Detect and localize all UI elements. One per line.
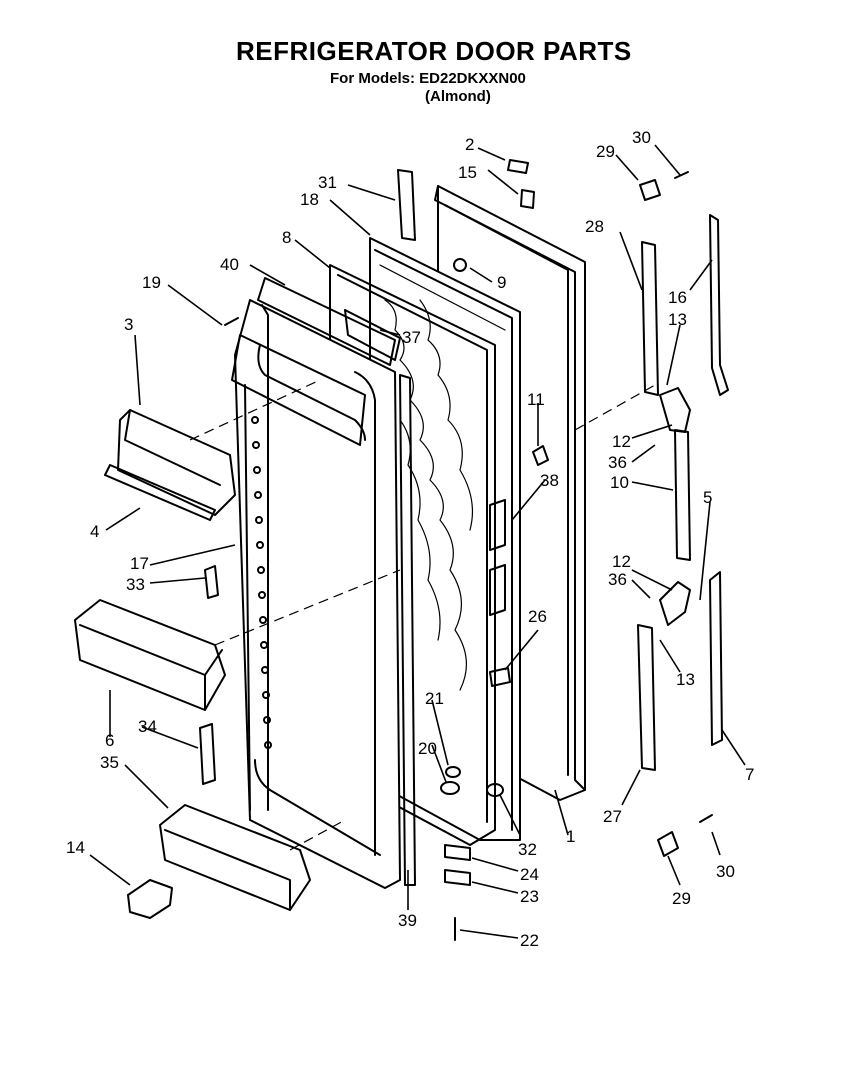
label-12-top: 12 (612, 432, 631, 451)
part-29-bottom (657, 831, 679, 857)
label-35: 35 (100, 753, 119, 772)
bracket-14 (127, 879, 173, 919)
title-block: REFRIGERATOR DOOR PARTS For Models: ED22… (0, 0, 864, 110)
label-14: 14 (66, 838, 85, 857)
dash-line-28 (574, 384, 656, 431)
label-34: 34 (138, 717, 157, 736)
strip-39 (399, 374, 416, 886)
clip-34 (199, 723, 216, 785)
label-24: 24 (520, 865, 539, 884)
label-29-bottom: 29 (672, 889, 691, 908)
label-13-top: 13 (668, 310, 687, 329)
label-7: 7 (745, 765, 754, 784)
label-28: 28 (585, 217, 604, 236)
label-16: 16 (668, 288, 687, 307)
clip-33 (204, 565, 219, 599)
part-29-top (639, 179, 661, 201)
breaker-37 (344, 309, 401, 361)
door-bin-35 (159, 804, 311, 911)
tube-10 (674, 429, 691, 561)
strip-16 (709, 214, 729, 396)
part-32 (486, 783, 504, 797)
page-title: REFRIGERATOR DOOR PARTS (236, 36, 632, 66)
label-13-bottom: 13 (676, 670, 695, 689)
label-19: 19 (142, 273, 161, 292)
part-38 (489, 499, 506, 551)
label-23: 23 (520, 887, 539, 906)
door-bin-6 (74, 599, 226, 711)
part-20 (440, 781, 460, 795)
dairy-door-3 (104, 409, 236, 521)
label-37: 37 (402, 328, 421, 347)
label-2: 2 (465, 135, 474, 154)
inner-door-liner (231, 299, 401, 889)
label-20: 20 (418, 739, 437, 758)
part-30-top (674, 171, 689, 179)
label-33: 33 (126, 575, 145, 594)
label-12-bottom: 12 (612, 552, 631, 571)
strip-31 (397, 169, 416, 241)
label-1: 1 (566, 827, 575, 846)
color-line: (Almond) (425, 88, 491, 105)
top-trim-40 (257, 277, 396, 366)
strip-7 (709, 571, 723, 746)
part-9 (453, 258, 467, 272)
label-36-top: 36 (608, 453, 627, 472)
label-22: 22 (520, 931, 539, 950)
part-11 (532, 445, 549, 466)
label-3: 3 (124, 315, 133, 334)
label-30-bottom: 30 (716, 862, 735, 881)
label-30-top: 30 (632, 128, 651, 147)
models-line: For Models: ED22DKXXN00 (330, 70, 526, 87)
label-40: 40 (220, 255, 239, 274)
label-11: 11 (527, 390, 545, 409)
part-2 (507, 159, 529, 174)
label-10: 10 (610, 473, 629, 492)
label-17: 17 (130, 554, 149, 573)
label-18: 18 (300, 190, 319, 209)
hinge-23 (444, 869, 471, 886)
hinge-lower (659, 581, 691, 626)
dash-line-6 (214, 569, 401, 646)
label-36-bottom: 36 (608, 570, 627, 589)
screw-19 (224, 317, 239, 326)
part-21 (445, 766, 461, 778)
label-39: 39 (398, 911, 417, 930)
bar-27 (637, 624, 656, 771)
label-29-top: 29 (596, 142, 615, 161)
label-27: 27 (603, 807, 622, 826)
label-4: 4 (90, 522, 99, 541)
label-26: 26 (528, 607, 547, 626)
part-38b (489, 564, 506, 616)
label-5: 5 (703, 488, 712, 507)
part-15 (520, 189, 535, 209)
label-8: 8 (282, 228, 291, 247)
bar-28 (641, 241, 659, 396)
label-6: 6 (105, 731, 114, 750)
dash-line-3 (189, 379, 321, 441)
part-26 (489, 667, 511, 687)
label-15: 15 (458, 163, 477, 182)
label-31: 31 (318, 173, 337, 192)
label-21: 21 (425, 689, 444, 708)
label-9: 9 (497, 273, 506, 292)
label-38: 38 (540, 471, 559, 490)
hinge-upper (659, 387, 691, 433)
dash-line-35 (289, 819, 346, 851)
part-30-bottom (699, 814, 713, 823)
hinge-24 (444, 844, 471, 861)
label-32: 32 (518, 840, 537, 859)
